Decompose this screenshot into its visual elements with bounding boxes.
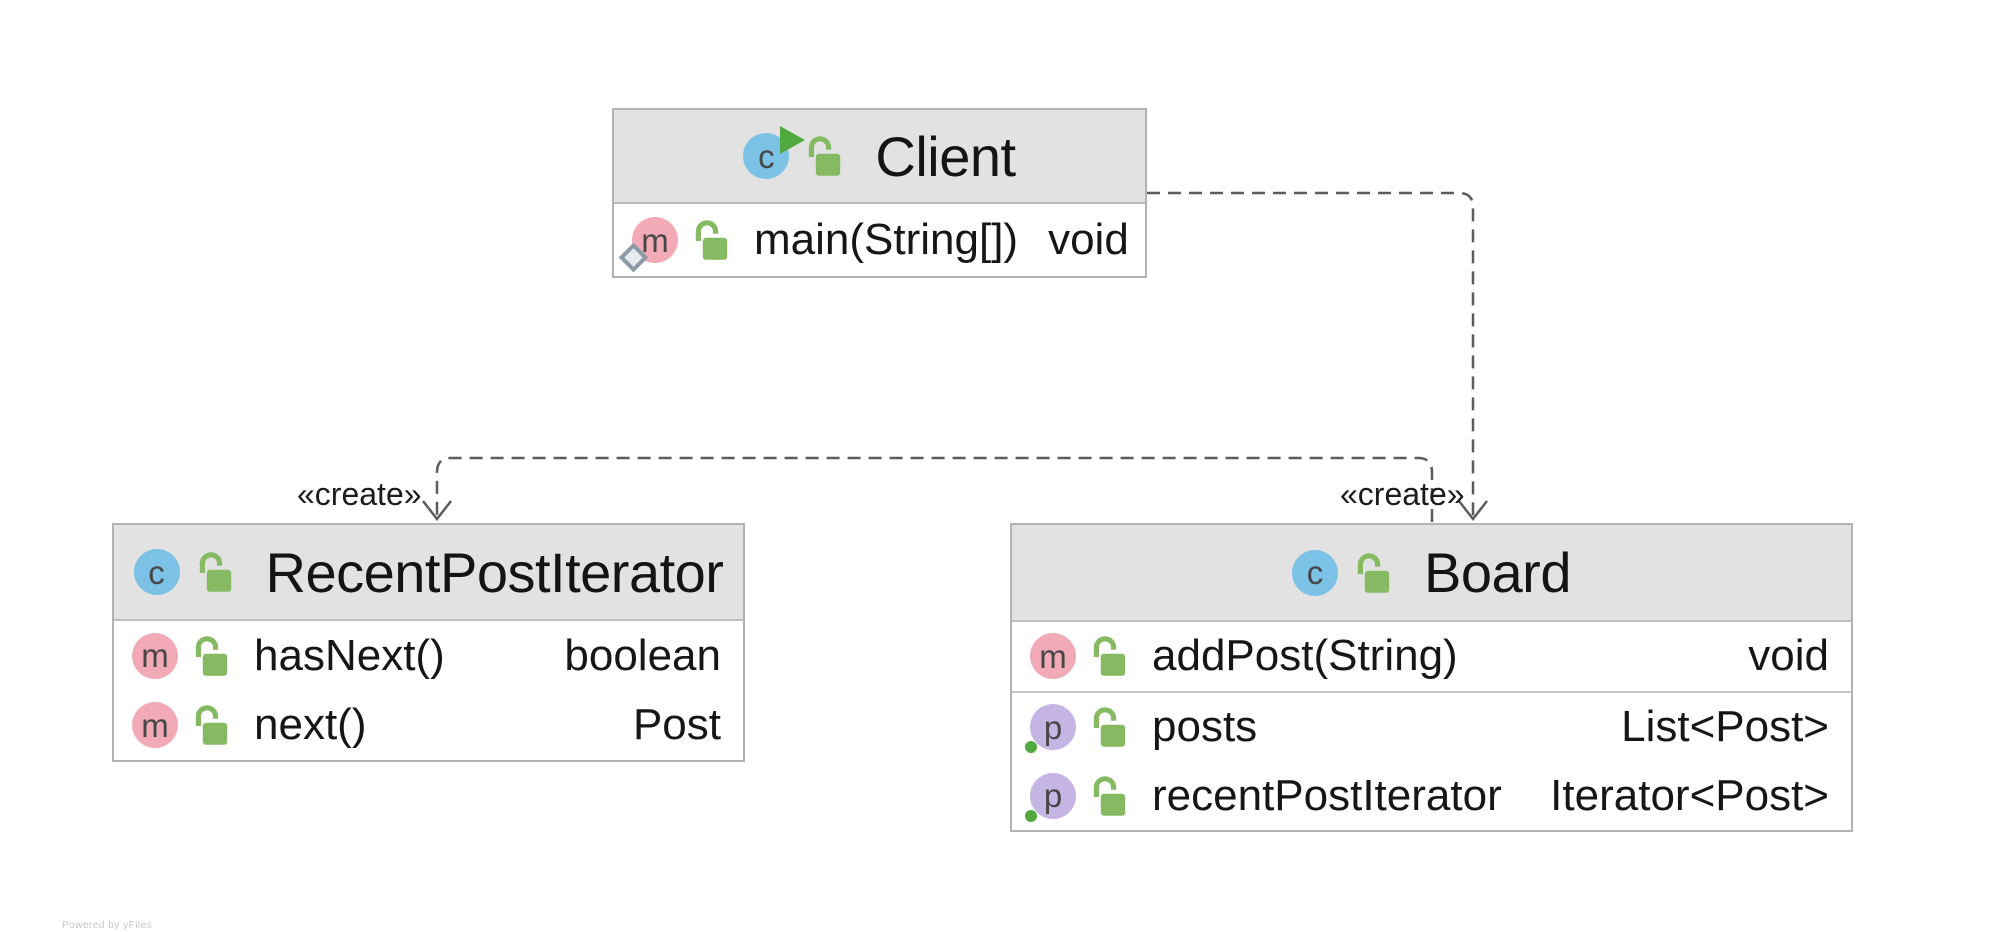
runnable-overlay-icon: [780, 126, 806, 154]
class-node-recentpostiterator[interactable]: c RecentPostIterator m hasNext() boolean…: [112, 523, 745, 762]
property-dot-icon: [1025, 741, 1037, 753]
class-node-client[interactable]: c Client m main(String[]) void: [612, 108, 1147, 278]
edge-label-create-board: «create»: [1340, 476, 1465, 512]
member-type: boolean: [564, 630, 721, 680]
member-name: posts: [1152, 702, 1258, 751]
property-icon: p: [1025, 704, 1076, 753]
method-icon: m: [618, 217, 678, 273]
member-name: addPost(String): [1152, 631, 1458, 681]
member-row-hasnext[interactable]: m hasNext() boolean: [114, 621, 743, 691]
public-open-lock-icon: [195, 705, 228, 746]
method-icon: m: [132, 702, 178, 749]
class-title: Client: [875, 124, 1016, 188]
class-node-board[interactable]: c Board m addPost(String) void p: [1010, 523, 1853, 832]
member-name: recentPostIterator: [1152, 770, 1502, 820]
public-open-lock-icon: [809, 136, 841, 176]
property-dot-icon: [1025, 809, 1037, 822]
member-row-posts[interactable]: p posts List<Post>: [1012, 690, 1851, 762]
member-row-addpost[interactable]: m addPost(String) void: [1012, 622, 1851, 691]
class-header-recentpostiterator[interactable]: c RecentPostIterator: [114, 525, 743, 621]
edge-client-to-board[interactable]: [1147, 191, 1475, 516]
yfiles-watermark-link[interactable]: Powered by yFiles: [62, 920, 153, 931]
edge-board-to-iterator[interactable]: [435, 456, 1434, 522]
public-open-lock-icon: [695, 220, 728, 260]
class-icon: c: [1292, 549, 1339, 596]
edge-label-create-iterator: «create»: [297, 476, 422, 512]
member-row-next[interactable]: m next() Post: [114, 691, 743, 761]
member-type: List<Post>: [1621, 702, 1829, 751]
member-type: Post: [632, 700, 721, 750]
class-title: RecentPostIterator: [265, 540, 724, 604]
class-icon: c: [133, 549, 180, 595]
class-icon: c: [743, 126, 806, 179]
edge-board-to-iterator-arrowhead: [422, 500, 452, 522]
public-open-lock-icon: [1093, 707, 1126, 747]
public-open-lock-icon: [199, 552, 231, 592]
member-row-recentpostiterator[interactable]: p recentPostIterator Iterator<Post>: [1012, 761, 1851, 830]
member-row-main[interactable]: m main(String[]) void: [614, 204, 1145, 276]
member-type: Iterator<Post>: [1550, 770, 1829, 820]
member-name: hasNext(): [254, 630, 445, 680]
member-type: void: [1748, 631, 1829, 681]
public-open-lock-icon: [195, 635, 228, 676]
class-header-board[interactable]: c Board: [1012, 525, 1851, 622]
member-type: void: [1048, 215, 1129, 264]
public-open-lock-icon: [1357, 552, 1390, 593]
public-open-lock-icon: [1093, 775, 1126, 816]
member-name: main(String[]): [754, 215, 1019, 264]
public-open-lock-icon: [1093, 636, 1126, 677]
class-title: Board: [1424, 541, 1571, 604]
class-header-client[interactable]: c Client: [614, 110, 1145, 204]
method-icon: m: [132, 632, 178, 679]
property-icon: p: [1025, 772, 1076, 822]
member-name: next(): [254, 700, 367, 750]
method-icon: m: [1030, 633, 1076, 680]
